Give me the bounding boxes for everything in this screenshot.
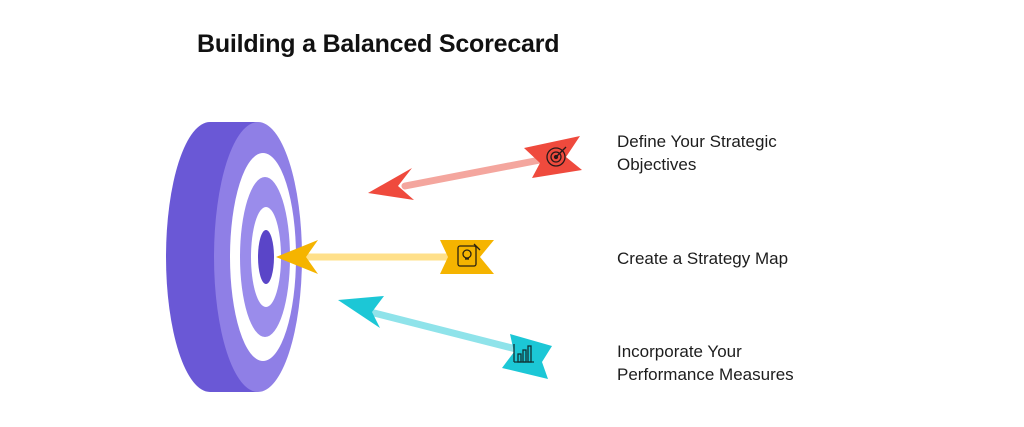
arrow-red-head: [368, 168, 414, 200]
lightbulb-idea-icon: [457, 243, 481, 267]
arrow-red-fletching: [524, 136, 582, 178]
arrow-yellow-head: [276, 240, 318, 274]
step-1-line-2: Objectives: [617, 155, 697, 174]
target-bullseye: [258, 230, 274, 284]
arrow-red: [368, 136, 582, 200]
step-label-performance-measures: Incorporate Your Performance Measures: [617, 340, 877, 386]
arrow-cyan: [338, 296, 552, 379]
target-icon: [546, 146, 567, 167]
step-label-define-objectives: Define Your Strategic Objectives: [617, 130, 877, 176]
target-board: [166, 122, 302, 392]
arrow-cyan-shaft: [366, 308, 524, 354]
step-1-line-1: Define Your Strategic: [617, 132, 777, 151]
step-label-strategy-map: Create a Strategy Map: [617, 247, 877, 270]
arrow-yellow-fletching: [440, 240, 494, 274]
step-3-line-1: Incorporate Your: [617, 342, 742, 361]
bar-chart-icon: [513, 344, 534, 363]
diagram-title: Building a Balanced Scorecard: [197, 30, 560, 58]
arrow-yellow: [276, 240, 494, 274]
step-2-line-1: Create a Strategy Map: [617, 249, 789, 268]
arrow-red-shaft: [401, 156, 544, 190]
arrow-cyan-fletching: [502, 334, 552, 379]
arrow-cyan-head: [338, 296, 384, 328]
step-3-line-2: Performance Measures: [617, 365, 794, 384]
